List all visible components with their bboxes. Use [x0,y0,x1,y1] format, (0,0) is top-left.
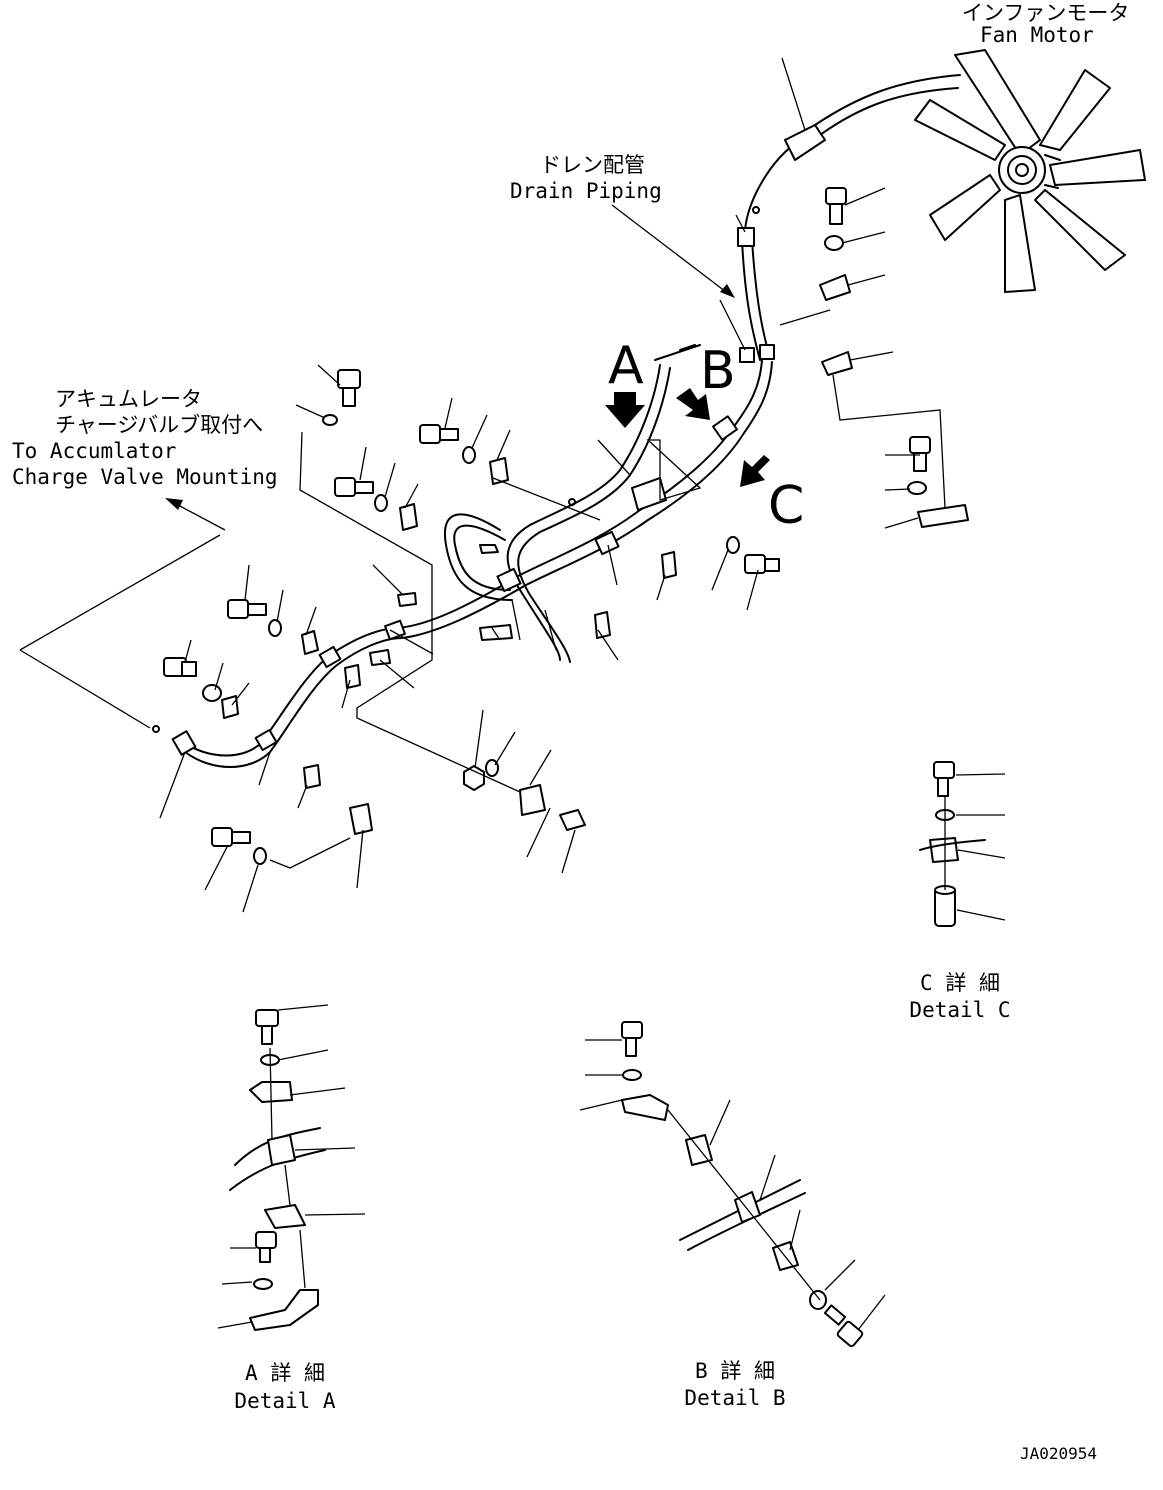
accumulator-label-jp-2: チャージバルブ取付へ [55,413,264,437]
accumulator-label-en-1: To Accumlator [12,439,177,463]
detail-b-title-en: Detail B [684,1386,786,1410]
detail-a-title-jp: A 詳 細 [245,1361,325,1385]
bolt [337,369,361,407]
fan-motor-label-jp: インファンモータ [962,1,1130,25]
detail-c-drawing [919,761,1006,927]
hose-routing [171,74,961,768]
detail-c-title-jp: C 詳 細 [920,971,1000,995]
view-a-letter: A [608,336,644,396]
detail-a-drawing [217,1004,366,1331]
fan-motor-assembly [914,49,1146,293]
view-c-letter: C [768,476,805,536]
detail-b-title-jp: B 詳 細 [695,1359,775,1383]
drawing-code: JA020954 [1020,1444,1098,1463]
arrow-b-icon [676,388,710,420]
view-b-letter: B [700,341,736,401]
drain-piping-label-jp: ドレン配管 [540,153,645,177]
arrow-c-icon [740,455,770,487]
leader-lines [19,57,946,913]
detail-c-title-en: Detail C [909,998,1011,1022]
detail-b-drawing [579,1021,886,1348]
accumulator-label-en-2: Charge Valve Mounting [12,465,278,489]
fan-motor-label-en: Fan Motor [980,23,1094,47]
accumulator-label-jp-1: アキュムレータ [55,387,202,411]
view-arrows [605,388,770,487]
arrow-a-icon [605,392,645,428]
hardware-parts [152,187,969,865]
detail-a-title-en: Detail A [234,1389,336,1413]
drain-piping-label-en: Drain Piping [510,179,662,203]
